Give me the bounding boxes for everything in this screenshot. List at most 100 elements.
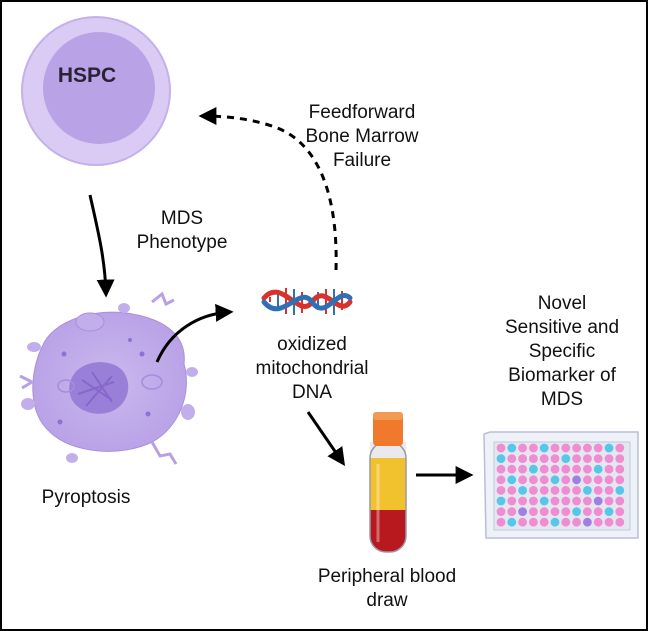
plate-well [507, 486, 517, 495]
plate-well [561, 507, 571, 516]
plate-well [529, 517, 538, 527]
pyroptosis-label: Pyroptosis [41, 487, 131, 508]
oxidized-dna-line-2: mitochondrial [255, 358, 369, 379]
biomarker-line-2: Sensitive and [504, 317, 620, 338]
plate-well [539, 454, 549, 463]
blood-draw-line-2: draw [366, 590, 408, 611]
oxidized-dna-line-3: DNA [291, 382, 333, 403]
plate-well [518, 486, 527, 495]
plate-well [550, 496, 560, 506]
plate-well [593, 496, 603, 506]
feedforward-line-1: Feedforward [308, 102, 416, 123]
biomarker-line-1: Novel [537, 293, 587, 314]
plate-well [518, 443, 527, 453]
plate-well [539, 475, 549, 485]
arrow-dna-to-tube [306, 411, 346, 466]
arrow-hspc-to-pyroptosis [88, 194, 115, 298]
plate-well [593, 507, 603, 516]
biomarker-line-3: Specific [528, 341, 596, 362]
plate-well [604, 496, 614, 506]
plate-well [507, 464, 517, 474]
plate-well [496, 496, 506, 506]
plate-well [518, 454, 527, 463]
plate-well [550, 507, 560, 516]
plate-well [529, 486, 538, 495]
plate-well [593, 517, 603, 527]
plate-well [539, 517, 549, 527]
plate-well [496, 475, 506, 485]
blood-draw-line-1: Peripheral blood [317, 566, 457, 587]
plate-well [593, 475, 603, 485]
mds-phenotype-line-2: Phenotype [136, 232, 228, 253]
plate-wells [496, 443, 625, 527]
feedforward-line-2: Bone Marrow [305, 126, 419, 147]
hspc-cell [21, 16, 171, 166]
plate-well [529, 443, 538, 453]
plate-well [583, 496, 592, 506]
plate-well [550, 464, 560, 474]
plate-well [529, 464, 538, 474]
plate-well [507, 475, 517, 485]
well-plate-icon [483, 431, 639, 539]
plate-well [507, 496, 517, 506]
hspc-label: HSPC [57, 64, 117, 87]
plate-well [572, 443, 581, 453]
plate-well [561, 454, 571, 463]
plate-well [561, 443, 571, 453]
plate-well [550, 443, 560, 453]
plate-well [583, 475, 592, 485]
plate-well [550, 454, 560, 463]
plate-well [518, 507, 527, 516]
plate-well [615, 464, 625, 474]
plate-well [604, 517, 614, 527]
pyroptotic-nucleus [69, 362, 129, 414]
mds-phenotype-label: MDS Phenotype [122, 207, 242, 255]
plate-well [507, 507, 517, 516]
plate-well [507, 454, 517, 463]
plate-well [518, 517, 527, 527]
plate-well [572, 454, 581, 463]
biomarker-label: Novel Sensitive and Specific Biomarker o… [492, 292, 632, 412]
biomarker-line-4: Biomarker of [508, 365, 616, 386]
plate-well [604, 464, 614, 474]
plate-well [615, 496, 625, 506]
plate-well [593, 464, 603, 474]
plate-well [604, 486, 614, 495]
plate-well [496, 517, 506, 527]
plate-well [615, 443, 625, 453]
plate-well [561, 464, 571, 474]
plate-well [539, 464, 549, 474]
plate-well [615, 475, 625, 485]
plate-well [583, 507, 592, 516]
plate-well [529, 496, 538, 506]
plate-well [529, 507, 538, 516]
pyroptotic-cell [19, 291, 198, 465]
arrow-feedforward-dashed [198, 107, 338, 271]
blood-draw-label: Peripheral blood draw [302, 565, 472, 613]
oxidized-dna-line-1: oxidized [277, 334, 347, 355]
plate-well [518, 496, 527, 506]
plate-well [539, 507, 549, 516]
plate-well [561, 486, 571, 495]
plate-well [593, 454, 603, 463]
plate-well [529, 454, 538, 463]
mds-phenotype-line-1: MDS [160, 208, 204, 229]
plate-well [561, 475, 571, 485]
plate-well [507, 517, 517, 527]
plate-well [593, 443, 603, 453]
plate-well [496, 454, 506, 463]
plate-well [615, 454, 625, 463]
plate-well [529, 475, 538, 485]
plate-well [496, 507, 506, 516]
plate-well [518, 464, 527, 474]
feedforward-line-3: Failure [332, 150, 392, 171]
plate-well [604, 507, 614, 516]
dna-helix-icon [261, 288, 353, 315]
plate-well [550, 486, 560, 495]
arrow-pyroptosis-to-dna [155, 303, 234, 363]
plate-well [572, 496, 581, 506]
plate-well [507, 443, 517, 453]
blood-tube-icon [369, 412, 407, 553]
